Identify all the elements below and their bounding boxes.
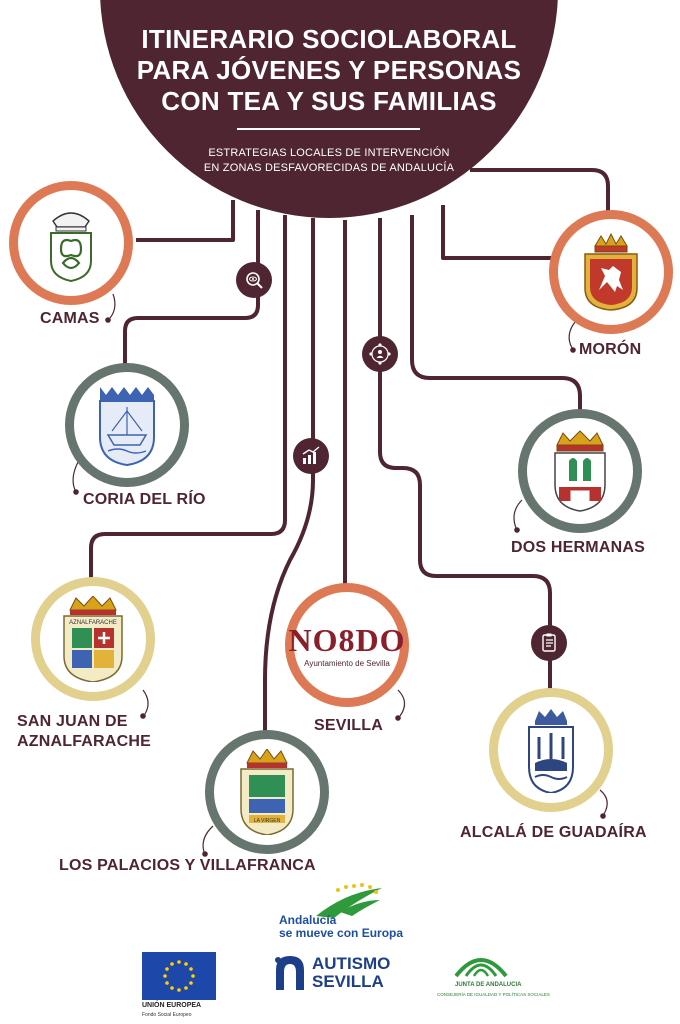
connector-dos-hermanas: [410, 215, 582, 412]
connector-camas: [136, 200, 235, 242]
crest-ring-alcala: [489, 688, 613, 812]
los-palacios-crest-icon: LA VIRGEN: [240, 749, 294, 835]
title-divider: [237, 128, 420, 130]
andalucia-logo-icon: [316, 883, 382, 918]
crest-motto: AZNALFARACHE: [69, 620, 117, 626]
pointer-sevilla: [397, 689, 406, 717]
eu-flag-icon: [142, 952, 216, 1000]
label-line: ALCALÁ DE GUADAÍRA: [460, 824, 647, 841]
label-line: AZNALFARACHE: [17, 733, 151, 750]
connector-moron-top: [470, 168, 610, 212]
coria-crest-icon: [99, 387, 155, 467]
network-people-icon: [362, 336, 398, 372]
eu-sublabel: Fondo Social Europeo: [142, 1012, 192, 1018]
label-line: DOS HERMANAS: [511, 539, 645, 556]
junta-sublabel: CONSEJERÍA DE IGUALDAD Y POLÍTICAS SOCIA…: [437, 992, 550, 997]
label-line: CORIA DEL RÍO: [83, 491, 206, 508]
alcala-crest-icon: [528, 709, 574, 793]
junta-andalucia-logo-icon: [454, 958, 508, 978]
municipality-label-alcala: ALCALÁ DE GUADAÍRA: [460, 823, 647, 843]
label-line: MORÓN: [579, 341, 642, 358]
page-title: ITINERARIO SOCIOLABORAL PARA JÓVENES Y P…: [100, 24, 558, 117]
pointer-los-palacios: [202, 825, 214, 853]
pointer-alcala: [599, 789, 608, 815]
pointer-coria: [72, 461, 79, 491]
wordmark-line: AUTISMO: [312, 954, 391, 973]
pointer-san-juan: [142, 689, 149, 715]
dos-hermanas-crest-icon: [554, 430, 606, 512]
crest-ring-sevilla: NO8DO Ayuntamiento de Sevilla: [285, 583, 409, 707]
autismo-sevilla-logo-icon: [275, 956, 304, 990]
camas-crest-icon: [50, 212, 92, 283]
nodo-caption: Ayuntamiento de Sevilla: [304, 658, 390, 668]
subtitle-line: ESTRATEGIAS LOCALES DE INTERVENCIÓN: [208, 147, 450, 159]
label-line: CAMAS: [40, 310, 100, 327]
connector-alcala: [378, 218, 552, 692]
connector-los-palacios: [263, 218, 315, 738]
connector-moron: [441, 205, 553, 260]
page-subtitle: ESTRATEGIAS LOCALES DE INTERVENCIÓN EN Z…: [100, 146, 558, 176]
municipality-label-sevilla: SEVILLA: [314, 716, 383, 736]
crest-ring-moron: [549, 210, 673, 334]
municipality-label-moron: MORÓN: [579, 340, 641, 360]
nodo-mark: NO8DO: [288, 621, 406, 658]
title-line: PARA JÓVENES Y PERSONAS: [136, 55, 522, 85]
slogan-line: se mueve con Europa: [279, 926, 404, 940]
pointer-moron: [568, 321, 576, 349]
label-line: SAN JUAN DE: [17, 713, 128, 730]
crest-ring-camas: [9, 181, 133, 305]
label-line: SEVILLA: [314, 717, 383, 734]
eu-label: UNIÓN EUROPEA: [142, 1002, 202, 1009]
municipality-label-san-juan: SAN JUAN DE AZNALFARACHE: [17, 712, 151, 752]
wordmark-line: SEVILLA: [312, 972, 384, 991]
san-juan-crest-icon: AZNALFARACHE: [63, 596, 123, 682]
junta-label: JUNTA DE ANDALUCIA: [455, 982, 522, 988]
checklist-icon: [531, 625, 567, 661]
municipality-label-dos-hermanas: DOS HERMANAS: [511, 538, 645, 558]
crest-motto: LA VIRGEN: [254, 818, 281, 824]
title-line: ITINERARIO SOCIOLABORAL: [141, 24, 517, 54]
slogan-line: Andalucía: [279, 913, 337, 927]
pointer-dos-hermanas: [513, 499, 523, 529]
subtitle-line: EN ZONAS DESFAVORECIDAS DE ANDALUCÍA: [203, 162, 455, 174]
search-eye-icon: [236, 262, 272, 298]
crest-ring-san-juan: AZNALFARACHE: [31, 577, 155, 701]
crest-ring-dos-hermanas: [518, 409, 642, 533]
connector-san-juan: [89, 215, 287, 586]
municipality-label-camas: CAMAS: [40, 309, 100, 329]
label-line: LOS PALACIOS Y VILLAFRANCA: [59, 857, 316, 874]
moron-crest-icon: [584, 232, 638, 311]
nodo-logo: NO8DO Ayuntamiento de Sevilla: [289, 623, 406, 668]
crest-ring-los-palacios: LA VIRGEN: [205, 730, 329, 854]
municipality-label-coria: CORIA DEL RÍO: [83, 490, 206, 510]
crest-ring-coria: [65, 363, 189, 487]
connector-coria: [123, 210, 260, 366]
autismo-sevilla-wordmark: AUTISMO SEVILLA: [312, 955, 390, 991]
growth-chart-icon: [293, 438, 329, 474]
title-line: CON TEA Y SUS FAMILIAS: [161, 86, 497, 116]
municipality-label-los-palacios: LOS PALACIOS Y VILLAFRANCA: [59, 856, 316, 876]
andalucia-slogan: Andalucía se mueve con Europa: [279, 914, 403, 940]
pointer-camas: [109, 293, 116, 319]
